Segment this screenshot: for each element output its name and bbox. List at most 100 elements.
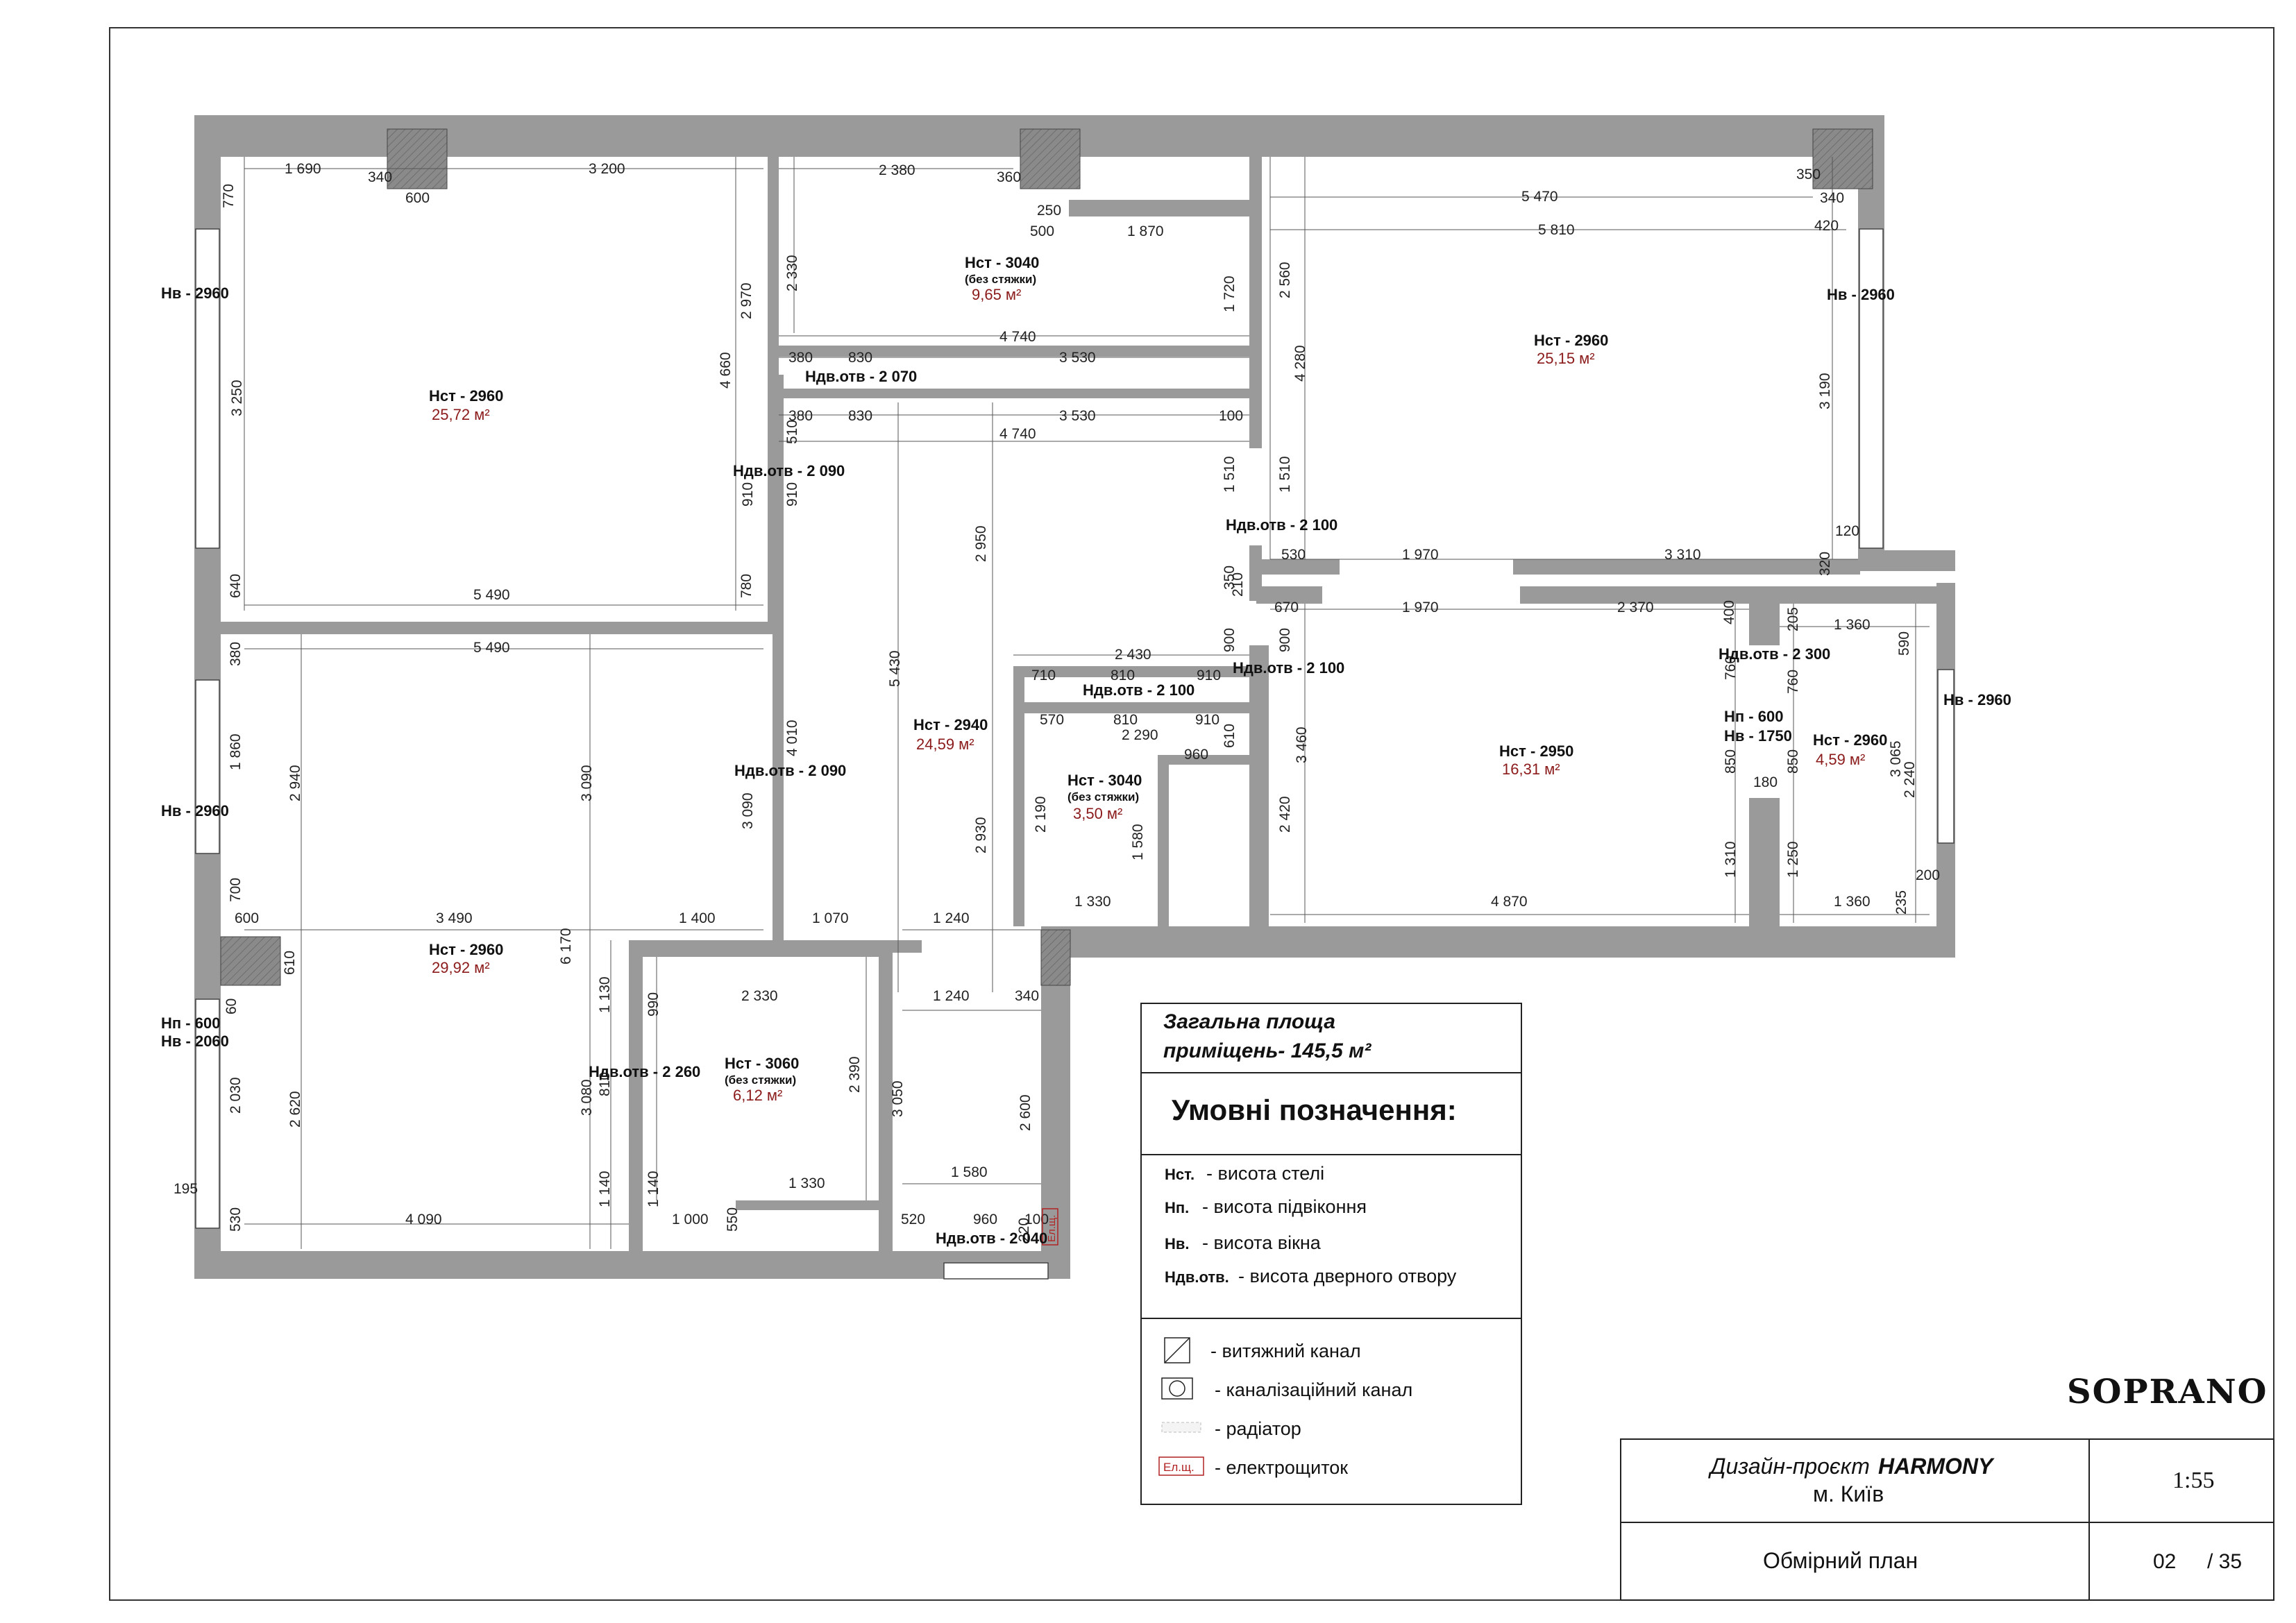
opening-label: Hв - 2060 (161, 1033, 229, 1050)
opening-label: Hдв.отв - 2 260 (589, 1063, 700, 1080)
dim-text: 2 970 (738, 282, 754, 319)
room-height: Hст - 3060 (725, 1055, 799, 1072)
legend-symbol-text: - радіатор (1215, 1418, 1301, 1439)
dim-text: 350 (1796, 167, 1821, 182)
legend-key: Hп. (1165, 1199, 1189, 1216)
dim-text: 2 240 (1902, 761, 1918, 798)
project-name: HARMONY (1878, 1454, 1995, 1479)
legend-box: Загальна площа приміщень- 145,5 м² Умовн… (1140, 1003, 1522, 1505)
dim-text: 5 470 (1521, 189, 1558, 205)
walls (194, 115, 1955, 1279)
legend-text: - висота дверного отвору (1238, 1266, 1457, 1286)
room-height: Hст - 3040 (1067, 772, 1142, 789)
opening-label: Hв - 2960 (1827, 286, 1895, 303)
radiator-icon (1161, 1422, 1201, 1433)
dim-text: 3 065 (1888, 740, 1904, 777)
dim-text: 1 140 (645, 1171, 661, 1207)
dim-text: 3 090 (740, 792, 756, 829)
opening-label: Hдв.отв - 2 100 (1083, 681, 1195, 699)
opening-label: Hв - 2960 (1943, 691, 2011, 708)
room-height: Hст - 3040 (965, 254, 1039, 271)
dim-text: 1 970 (1402, 600, 1439, 615)
dim-text: 1 330 (1074, 894, 1111, 910)
room-area: 25,15 м² (1537, 350, 1595, 367)
dim-text: 1 970 (1402, 547, 1439, 563)
dim-text: 2 940 (287, 765, 303, 801)
dim-text: 5 490 (473, 587, 510, 603)
electrical-panel-label: Ел.щ. (1163, 1461, 1195, 1474)
opening-label: Hв - 2960 (161, 284, 229, 302)
room-height: Hст - 2960 (429, 387, 503, 405)
room-area: 24,59 м² (916, 736, 974, 753)
dim-text: 340 (1820, 190, 1844, 206)
dim-text: 3 460 (1294, 726, 1310, 763)
opening-label: Hдв.отв - 2 070 (805, 368, 917, 385)
dim-text: 4 660 (718, 352, 734, 389)
room-height: Hст - 2950 (1499, 742, 1573, 760)
dim-text: 2 290 (1122, 727, 1158, 743)
dim-text: 900 (1222, 628, 1238, 652)
dim-text: 810 (1113, 712, 1138, 728)
dim-text: 570 (1040, 712, 1064, 728)
project-city: м. Київ (1813, 1481, 1884, 1506)
dim-text: 830 (848, 408, 872, 424)
legend-text: - висота підвіконня (1202, 1196, 1367, 1217)
dim-text: 1 510 (1277, 456, 1293, 493)
dim-text: 380 (788, 408, 813, 424)
room-height: Hст - 2960 (1813, 731, 1887, 749)
dim-text: 910 (784, 482, 800, 507)
dim-text: 3 190 (1817, 373, 1833, 409)
dim-text: 60 (223, 999, 239, 1014)
dim-text: 4 090 (405, 1212, 442, 1227)
dim-text: 3 530 (1059, 408, 1096, 424)
dim-text: 770 (221, 184, 237, 208)
sheet-name: Обмірний план (1763, 1548, 1918, 1573)
windows (195, 228, 1955, 1280)
dim-text: 610 (282, 951, 298, 975)
dim-text: 810 (1111, 668, 1135, 683)
dim-text: 3 050 (890, 1080, 906, 1117)
dim-text: 1 360 (1834, 617, 1871, 633)
opening-label: Hдв.отв - 2 300 (1719, 645, 1830, 663)
dim-text: 5 490 (473, 640, 510, 656)
dim-text: 850 (1785, 749, 1801, 774)
electrical-panel-icon (1042, 1208, 1058, 1246)
sewer-channel-icon (1161, 1377, 1193, 1400)
legend-key: Hв. (1165, 1235, 1190, 1252)
legend-title: Умовні позначення: (1172, 1094, 1457, 1126)
dim-text: 520 (901, 1212, 925, 1227)
summary-line1: Загальна площа (1163, 1010, 1335, 1033)
dim-text: 4 740 (999, 426, 1036, 442)
dim-text: 3 080 (579, 1079, 595, 1116)
dim-text: 2 030 (228, 1077, 244, 1114)
opening-label: Hдв.отв - 2 090 (733, 462, 845, 479)
dim-text: 320 (1817, 552, 1833, 576)
dim-text: 1 870 (1127, 223, 1164, 239)
legend-symbol-text: - витяжний канал (1210, 1341, 1361, 1361)
dim-text: 990 (645, 992, 661, 1017)
electrical-panel-icon (1158, 1456, 1204, 1476)
opening-label: Hв - 2960 (161, 802, 229, 819)
dim-text: 1 690 (285, 161, 321, 177)
dim-text: 550 (725, 1207, 741, 1232)
dim-text: 4 870 (1491, 894, 1528, 910)
dim-text: 1 580 (1130, 824, 1146, 860)
sheet-border (109, 27, 2274, 1601)
dim-text: 2 380 (879, 162, 915, 178)
dim-text: 2 430 (1115, 647, 1151, 663)
dim-text: 200 (1916, 867, 1940, 883)
dim-text: 1 140 (597, 1171, 613, 1207)
dim-text: 235 (1893, 890, 1909, 915)
legend-text: - висота стелі (1206, 1163, 1324, 1184)
room-height: Hст - 2940 (913, 716, 988, 733)
legend-key: Hдв.отв. (1165, 1268, 1229, 1286)
dim-text: 700 (228, 878, 244, 902)
dim-text: 5 810 (1538, 222, 1575, 238)
legend-symbol-text: - каналізаційний канал (1215, 1379, 1412, 1400)
room-labels: Hст - 2960 25,72 м² Hст - 3040 (без стяж… (429, 254, 1887, 1104)
opening-label: Hдв.отв - 2 100 (1226, 516, 1337, 534)
opening-label: Hдв.отв - 2 100 (1233, 659, 1344, 677)
dim-text: 1 720 (1222, 275, 1238, 312)
summary-line2: приміщень- 145,5 м² (1163, 1039, 1371, 1062)
